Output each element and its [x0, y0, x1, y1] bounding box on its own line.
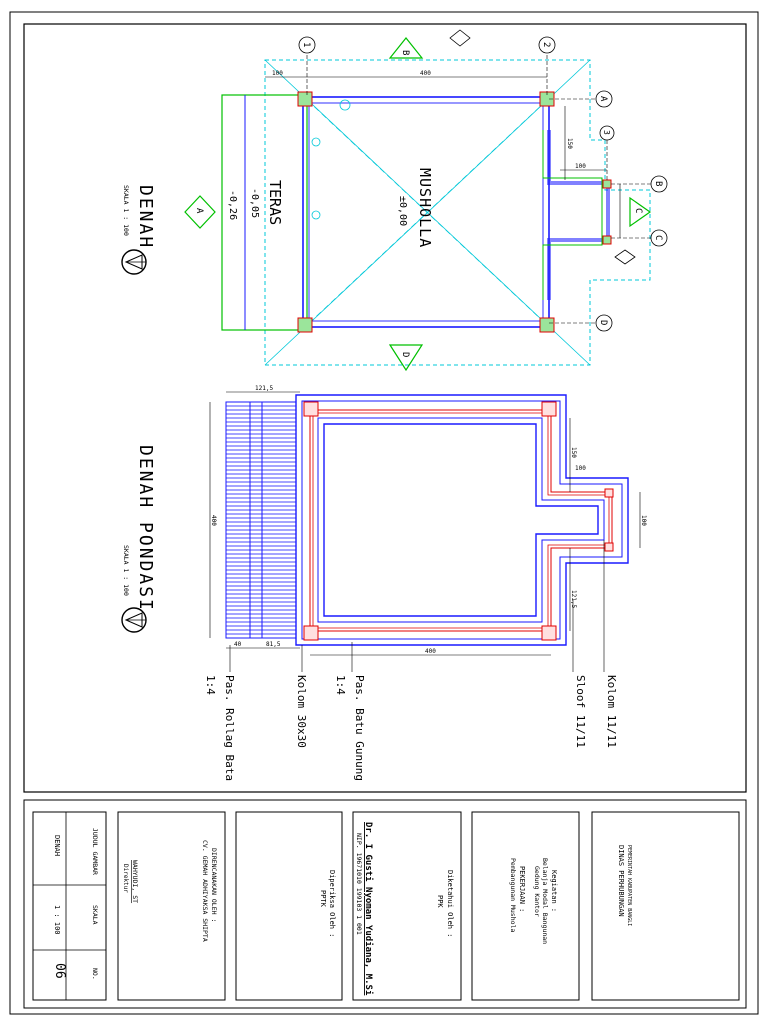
roof-outline: [264, 59, 651, 366]
section-label-d: D: [400, 352, 410, 357]
legend-sloof: Sloof 11/11: [574, 675, 587, 748]
diperiksa-role: PPTK: [319, 890, 327, 908]
director-title: Direktur: [122, 864, 129, 893]
legend-rollag-ratio: 1:4: [204, 675, 217, 695]
section-marker-b: [388, 37, 424, 59]
teras-level-2: -0,26: [227, 190, 238, 220]
section-marker-a: [184, 195, 216, 229]
section-label-c: C: [633, 208, 643, 213]
legend-batu-gunung: Pas. Batu Gunung: [353, 675, 366, 781]
kegiatan-line1: Belanja Modal Bangunan: [541, 858, 549, 944]
legend-kolom-30: Kolom 30x30: [295, 675, 308, 748]
dim-400-top: 400: [420, 70, 431, 77]
north-arrow-foundation-icon: [121, 607, 147, 633]
mihrab-wall: [547, 130, 610, 300]
dim-150: 150: [566, 138, 573, 149]
no-label: NO.: [91, 968, 99, 980]
dim-40: 40: [234, 641, 242, 648]
legend-kolom-11: Kolom 11/11: [605, 675, 618, 748]
grid-label-a: A: [598, 96, 608, 102]
dim-400-side: 400: [210, 515, 217, 526]
official-name: Dr. I Gusti Nyoman Yudiana, M.Si: [363, 822, 374, 996]
teras-level-1: -0,05: [249, 188, 260, 218]
judul-label: JUDUL GAMBAR: [91, 828, 99, 875]
diperiksa-label: Diperiksa Oleh :: [328, 870, 336, 937]
grid-label-3: 3: [602, 130, 611, 135]
rollag-hatch: [225, 401, 297, 639]
pekerjaan-label: PEKERJAAN :: [518, 866, 526, 912]
column-1d: [297, 317, 313, 333]
section-marker-d: [388, 344, 424, 372]
grid-label-c: C: [653, 235, 663, 240]
section-marker-c: [629, 196, 652, 228]
dim-100-f2: 100: [640, 515, 647, 526]
kegiatan-label: Kegiatan :: [550, 870, 558, 912]
judul-value: DENAH: [53, 835, 61, 856]
grid-bubble-a: [595, 90, 613, 108]
pekerjaan-value: Pembangunan Mushola: [509, 858, 517, 932]
dim-400-bottom: 400: [425, 648, 436, 655]
direncanakan-label: DIRENCANAKAN OLEH :: [210, 848, 218, 922]
skala-value: 1 : 100: [53, 905, 61, 935]
grid-label-d: D: [598, 320, 608, 325]
no-value: 06: [52, 963, 67, 979]
grid-bubble-1: [298, 36, 316, 54]
grid-bubble-3: [599, 125, 615, 141]
grid-bubble-2: [538, 36, 556, 54]
outer-border: [9, 11, 759, 1015]
grid-label-b: B: [653, 181, 663, 186]
diketahui-role: PPK: [436, 895, 444, 908]
grid-label-2: 2: [541, 42, 551, 47]
plan-scale: SKALA 1 : 100: [122, 185, 130, 236]
foundation-scale: SKALA 1 : 100: [122, 545, 130, 596]
official-nip: NIP. 19671010 199103 1 001: [355, 833, 363, 935]
room-level: ±0,00: [397, 196, 408, 226]
foundation-plan: [209, 391, 641, 672]
legend-rollag: Pas. Rollag Bata: [223, 675, 236, 781]
diketahui-label: Diketahui Oleh :: [446, 870, 454, 937]
column-1a: [297, 91, 313, 107]
title-block: [23, 799, 747, 1009]
dim-100-mid: 100: [575, 163, 586, 170]
floor-plan: [184, 29, 668, 372]
dim-121-5: 121,5: [255, 385, 273, 392]
section-label-a: A: [194, 208, 204, 214]
north-arrow-plan-icon: [121, 249, 147, 275]
director-name: WAHYUDI, ST: [131, 860, 139, 903]
dim-100-top: 100: [272, 70, 283, 77]
room-name: MUSHOLLA: [416, 168, 434, 248]
skala-label: SKALA: [91, 905, 99, 925]
dim-121-5-f: 121,5: [570, 590, 577, 608]
legend-batu-gunung-ratio: 1:4: [334, 675, 347, 695]
foundation-title: DENAH PONDASI: [135, 445, 156, 612]
direncanakan-company: CV. GEMAH ADHIYAKSA SHIPTA: [201, 840, 209, 942]
section-label-b: B: [400, 50, 410, 55]
dim-100-f: 100: [575, 465, 586, 472]
grid-bubble-c: [650, 229, 668, 247]
grid-label-1: 1: [301, 42, 311, 47]
grid-bubble-d: [595, 314, 613, 332]
grid-bubble-b: [650, 175, 668, 193]
musholla-walls: [302, 96, 550, 328]
dim-81-5: 81,5: [266, 641, 281, 648]
agency-line2: DINAS PERHUBUNGAN: [617, 845, 625, 917]
teras-outline: [221, 94, 308, 331]
column-2d: [539, 317, 555, 333]
teras-name: TERAS: [266, 180, 284, 225]
kegiatan-line2: Gedung Kantor: [533, 866, 541, 917]
plan-title: DENAH: [135, 185, 156, 249]
agency-line1: PEMERINTAH KABUPATEN BANGLI: [626, 845, 632, 926]
drawing-frame: [23, 23, 747, 793]
dim-150-f: 150: [570, 447, 577, 458]
